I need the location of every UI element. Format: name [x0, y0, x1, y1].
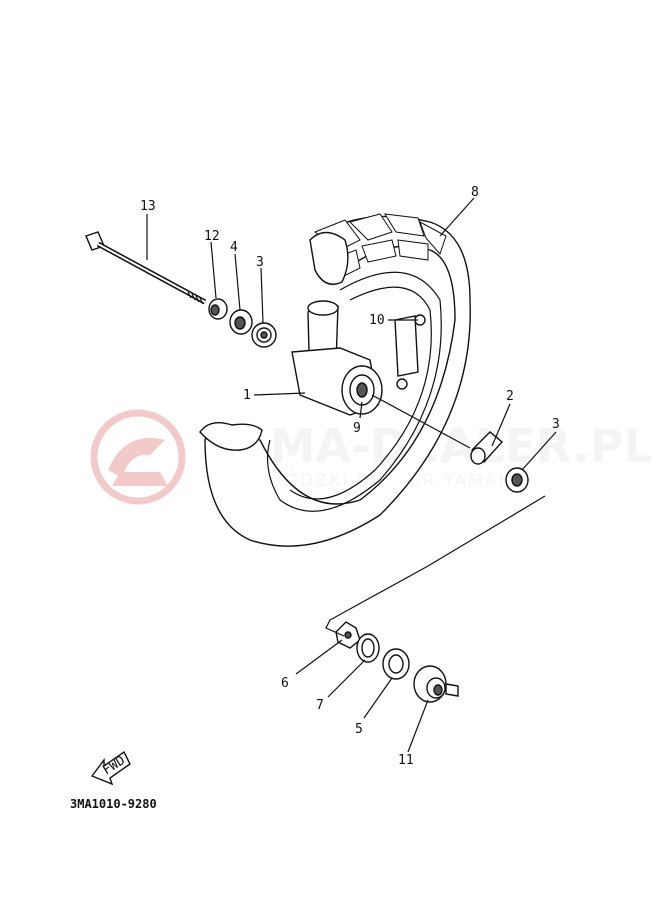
- callout-1: 1: [243, 388, 251, 403]
- callout-3-upper: 3: [256, 255, 264, 270]
- wheel-hub: [291, 300, 426, 416]
- callout-4: 4: [230, 240, 238, 255]
- yamaha-dealer-logo-icon: [90, 409, 186, 505]
- leader-lines: [146, 197, 557, 753]
- watermark: YAMA-DEALER.PL WOJEWÓDZKI DEALER YAMAHA: [90, 409, 653, 505]
- callout-3-lower: 3: [552, 417, 560, 432]
- bearing-4: [229, 309, 253, 335]
- axle-bolt: [85, 231, 207, 305]
- callout-13: 13: [140, 199, 156, 214]
- callouts: 13 12 4 3 8 10 1 9 2 3 6 7 5 11: [140, 185, 560, 768]
- oil-seal-3-upper: [251, 322, 277, 348]
- bearing-5: [382, 648, 410, 680]
- callout-6: 6: [281, 676, 289, 691]
- tire: [199, 213, 471, 547]
- callout-7: 7: [316, 698, 324, 713]
- oil-seal-7: [356, 633, 380, 663]
- callout-12: 12: [204, 229, 220, 244]
- callout-11: 11: [398, 753, 414, 768]
- fwd-arrow-icon: FWD: [90, 750, 131, 786]
- callout-2: 2: [506, 389, 514, 404]
- oil-seal-3-lower: [505, 467, 529, 493]
- meter-gear-11: [413, 665, 459, 703]
- diagram-code: 3MA1010-9280: [70, 797, 157, 811]
- callout-5: 5: [355, 722, 363, 737]
- callout-10: 10: [369, 313, 385, 328]
- callout-8: 8: [471, 185, 479, 200]
- callout-9: 9: [353, 421, 361, 436]
- collar-12: [208, 298, 228, 320]
- retainer-6: [335, 621, 361, 649]
